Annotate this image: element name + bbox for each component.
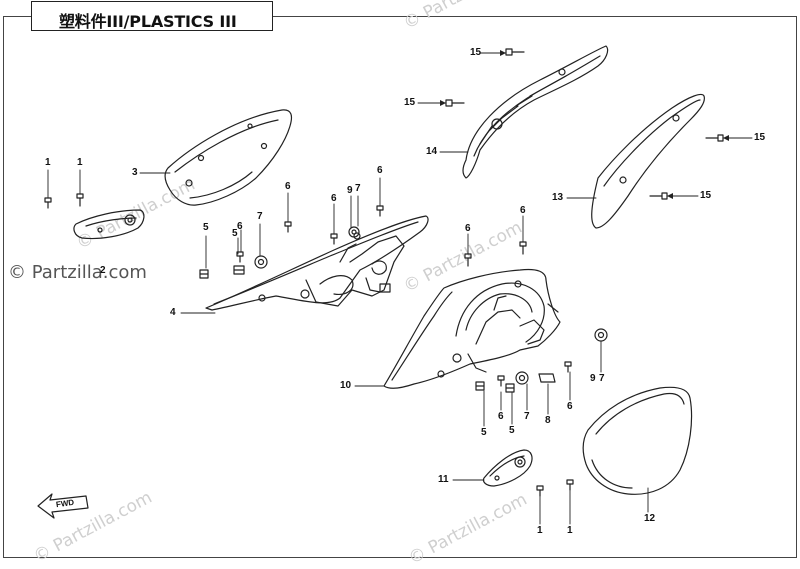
part-12-cover xyxy=(582,386,693,495)
title-box: 塑料件III/PLASTICS III xyxy=(31,1,273,31)
callout-9: 9 xyxy=(347,185,353,196)
callout-5: 5 xyxy=(509,425,515,436)
part-2-bracket xyxy=(73,209,145,240)
callout-5: 5 xyxy=(481,427,487,438)
part-13-trim xyxy=(591,93,705,229)
callout-10: 10 xyxy=(340,380,352,391)
callout-5: 5 xyxy=(232,228,238,239)
callout-6: 6 xyxy=(377,165,383,176)
callout-15: 15 xyxy=(404,97,416,108)
watermark-main: © Partzilla.com xyxy=(8,262,147,283)
diagram-title: 塑料件III/PLASTICS III xyxy=(59,12,237,31)
arrowheads xyxy=(440,50,729,199)
callout-7: 7 xyxy=(257,211,263,222)
part-4-panel xyxy=(205,215,429,311)
callout-6: 6 xyxy=(520,205,526,216)
callout-6: 6 xyxy=(465,223,471,234)
callout-1: 1 xyxy=(45,157,51,168)
clip-group-left xyxy=(199,205,384,279)
callout-4: 4 xyxy=(170,307,176,318)
callout-1: 1 xyxy=(537,525,543,536)
callout-11: 11 xyxy=(438,474,449,485)
screw-group-1 xyxy=(44,193,84,209)
callout-1: 1 xyxy=(77,157,83,168)
callout-12: 12 xyxy=(644,513,656,524)
callout-6: 6 xyxy=(331,193,337,204)
part-10-body xyxy=(383,268,561,389)
callout-6: 6 xyxy=(237,221,243,232)
callout-6: 6 xyxy=(567,401,573,412)
callout-9: 9 xyxy=(590,373,596,384)
callout-3: 3 xyxy=(132,167,138,178)
callout-7: 7 xyxy=(355,183,361,194)
callout-14: 14 xyxy=(426,146,438,157)
callout-8: 8 xyxy=(545,415,551,426)
callout-15: 15 xyxy=(470,47,482,58)
callout-5: 5 xyxy=(203,222,209,233)
callout-13: 13 xyxy=(552,192,564,203)
part-14-trim xyxy=(462,45,609,179)
callout-2: 2 xyxy=(100,265,106,276)
diagram-frame xyxy=(3,16,797,558)
clip-group-center xyxy=(464,241,608,393)
callout-6: 6 xyxy=(285,181,291,192)
callout-7: 7 xyxy=(599,373,605,384)
callout-15: 15 xyxy=(700,190,712,201)
part-3-cover xyxy=(164,109,293,206)
screw-group-15 xyxy=(445,48,724,200)
callout-15: 15 xyxy=(754,132,766,143)
fwd-arrow xyxy=(37,493,89,519)
part-11-bracket xyxy=(482,449,574,497)
callout-7: 7 xyxy=(524,411,530,422)
leader-lines xyxy=(47,52,753,525)
callout-1: 1 xyxy=(567,525,573,536)
callout-6: 6 xyxy=(498,411,504,422)
